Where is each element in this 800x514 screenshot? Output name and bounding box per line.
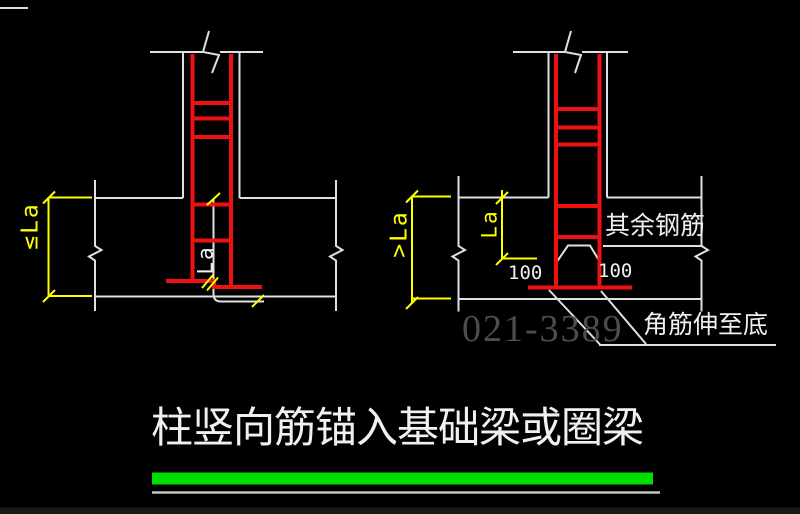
column-break-symbol [563,30,583,74]
beam-break-line-right [693,176,711,312]
title-green-underline [152,472,653,485]
right-inner-dim-label: La [477,209,502,239]
beam-break-line-right [328,180,345,311]
left-diagram-rebar [166,54,262,289]
column-break-symbol [201,30,221,74]
left-diagram-dimensions [42,190,265,308]
beam-break-line-left [87,180,104,311]
bottom-strip [0,507,800,514]
corner-bars-note-label: 角筋伸至底 [643,310,769,339]
beam-break-line-left [450,176,468,312]
anchorage-dimension-line [212,198,264,303]
corner-note-leader-1 [548,289,601,346]
corner-note-leader-2 [600,290,647,345]
right-outer-dim-label: >La [386,210,413,258]
left-outer-dim-label: ≤La [17,202,44,250]
hook-length-label-left: 100 [508,262,543,284]
hook-length-label-right: 100 [598,260,633,282]
left-diagram-concrete-lines [87,30,345,311]
right-diagram-concrete-lines [450,30,776,346]
drawing-title: 柱竖向筋锚入基础梁或圈梁 [151,403,644,452]
right-diagram-dimensions [405,189,537,310]
watermark-phone-text: 021-3389 [462,308,624,350]
other-bars-leader [555,244,601,264]
other-bars-label: 其余钢筋 [605,211,706,240]
right-diagram-rebar [528,54,632,290]
left-inner-dim-label: La [193,245,218,275]
